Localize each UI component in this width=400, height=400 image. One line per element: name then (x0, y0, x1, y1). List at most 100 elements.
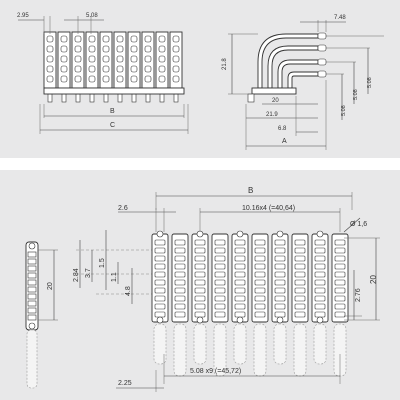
front-pin (145, 93, 151, 103)
layout-hole-top (236, 230, 244, 238)
front-column-slot (158, 45, 166, 53)
layout-slot (294, 263, 306, 270)
single-row-slot (27, 272, 37, 279)
single-row-slot (27, 300, 37, 307)
front-column-slot (74, 45, 82, 53)
dim-20-label: 20 (272, 98, 279, 104)
layout-slot (154, 303, 166, 310)
front-column-slot (102, 55, 110, 63)
front-column-slot (172, 65, 180, 73)
dim-a-label: A (282, 138, 287, 145)
front-pin (75, 93, 81, 103)
single-row-slot (27, 258, 37, 265)
layout-slot (214, 295, 226, 302)
layout-slot (314, 303, 326, 310)
layout-slot (254, 255, 266, 262)
layout-slot (334, 303, 346, 310)
dim-2-76-label: 2.76 (355, 288, 362, 302)
pin-tip-4 (317, 70, 327, 78)
front-column-slot (116, 65, 124, 73)
layout-slot (174, 311, 186, 318)
layout-slot (194, 295, 206, 302)
layout-hole-bottom (156, 316, 164, 324)
front-column-slot (46, 55, 54, 63)
bent-pin-4 (287, 71, 319, 89)
layout-slot (194, 239, 206, 246)
layout-slot (294, 239, 306, 246)
layout-slot (314, 247, 326, 254)
layout-slot (274, 271, 286, 278)
front-column-slot (144, 45, 152, 53)
layout-slot (254, 295, 266, 302)
layout-slot (334, 271, 346, 278)
dim-b-label: B (110, 108, 115, 115)
layout-slot (154, 247, 166, 254)
layout-slot (314, 271, 326, 278)
layout-slot (154, 263, 166, 270)
layout-pin-ghost (193, 323, 207, 365)
layout-slot (234, 279, 246, 286)
dim-6-8-label: 6.8 (278, 126, 287, 132)
front-column-slot (130, 45, 138, 53)
front-column-slot (116, 35, 124, 43)
layout-slot (234, 287, 246, 294)
layout-slot (294, 295, 306, 302)
layout-slot (234, 239, 246, 246)
layout-slot (254, 287, 266, 294)
layout-pin-ghost (173, 323, 187, 377)
single-row-slot (27, 293, 37, 300)
layout-slot (274, 295, 286, 302)
layout-slot (194, 311, 206, 318)
layout-hole-top (316, 230, 324, 238)
layout-slot (154, 295, 166, 302)
layout-slot (314, 263, 326, 270)
front-pin (103, 93, 109, 103)
layout-slot (194, 271, 206, 278)
layout-hole-top (156, 230, 164, 238)
dim-single-20-label: 20 (47, 282, 54, 290)
dim-row-pitch-label: 10.16x4 (=40,64) (242, 205, 295, 212)
layout-slot (254, 271, 266, 278)
layout-slot (334, 311, 346, 318)
dim-21-8-label: 21.8 (222, 58, 228, 70)
layout-pin-ghost (153, 323, 167, 365)
dim-4-8-label: 4.8 (125, 286, 132, 296)
front-column-slot (60, 75, 68, 83)
layout-slot (174, 271, 186, 278)
front-column-slot (74, 65, 82, 73)
front-column-slot (74, 75, 82, 83)
dim-3-7-label: 3.7 (85, 268, 92, 278)
layout-slot (294, 271, 306, 278)
front-pin (117, 93, 123, 103)
layout-pin-ghost (293, 323, 307, 377)
layout-slot (274, 279, 286, 286)
layout-slot (194, 255, 206, 262)
front-column-slot (46, 35, 54, 43)
side-view: 7.48 21.8 20 21.9 6.8 A (222, 15, 384, 150)
layout-slot (314, 255, 326, 262)
layout-slot (254, 279, 266, 286)
single-row-view: 20 (25, 241, 58, 389)
dim-hole-label: Ø 1,6 (350, 221, 367, 228)
layout-slot (194, 247, 206, 254)
layout-pin-ghost (233, 323, 247, 365)
layout-slot (334, 279, 346, 286)
pin-tip-3 (317, 58, 327, 66)
layout-slot (254, 247, 266, 254)
layout-slot (214, 311, 226, 318)
dim-1-5-label: 1.5 (99, 258, 106, 268)
front-pin (173, 93, 179, 103)
layout-slot (274, 247, 286, 254)
layout-slot (174, 279, 186, 286)
dim-col-pitch-label: 5.08 x9 (=45,72) (190, 368, 241, 375)
dim-c-label: C (110, 122, 115, 129)
layout-slot (254, 239, 266, 246)
front-column-slot (46, 45, 54, 53)
front-column-slot (158, 75, 166, 83)
front-pin (61, 93, 67, 103)
front-view: 2.95 5.08 B C (17, 13, 189, 134)
layout-slot (174, 287, 186, 294)
front-column-slot (130, 35, 138, 43)
front-column-slot (144, 75, 152, 83)
